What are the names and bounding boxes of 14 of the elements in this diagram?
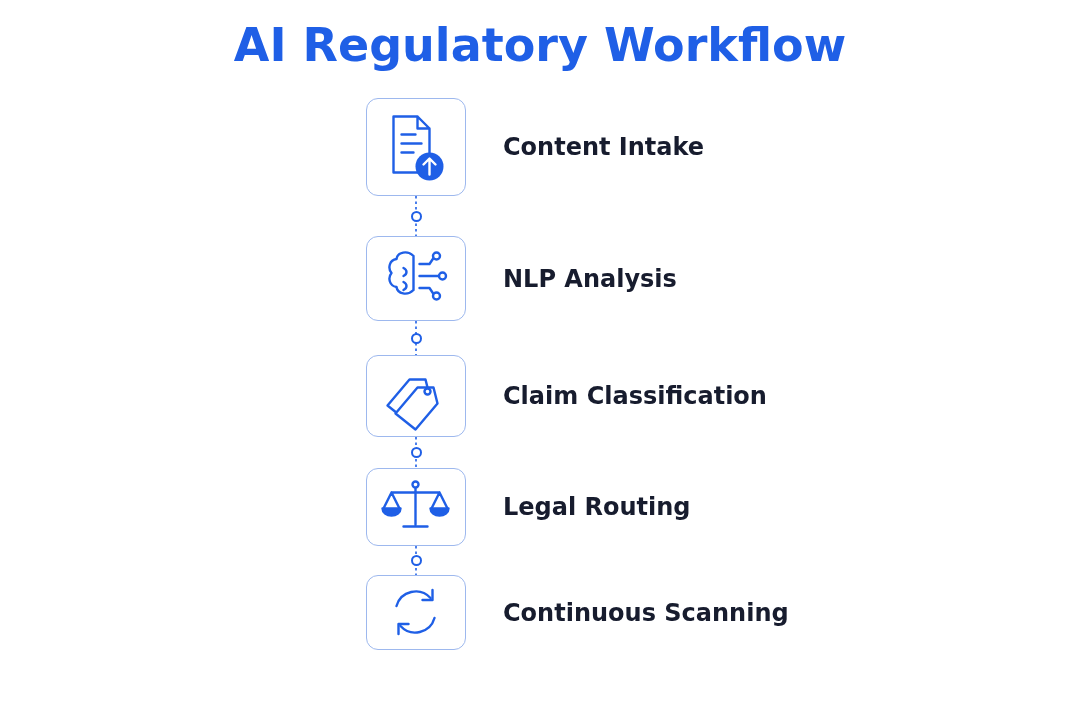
step-box: [366, 468, 466, 546]
title: AI Regulatory Workflow: [232, 18, 848, 72]
step-box: [366, 98, 466, 196]
step-label: NLP Analysis: [503, 264, 677, 293]
dotted-connector: [415, 436, 417, 469]
step-label: Claim Classification: [503, 382, 767, 410]
dotted-connector: [415, 195, 417, 237]
step-box: [366, 236, 466, 321]
step-box: [366, 575, 466, 650]
step-box: [366, 355, 466, 437]
step-label: Continuous Scanning: [503, 598, 789, 627]
step-label: Content Intake: [503, 133, 705, 161]
dotted-connector: [415, 545, 417, 576]
step-label: Legal Routing: [503, 493, 691, 521]
